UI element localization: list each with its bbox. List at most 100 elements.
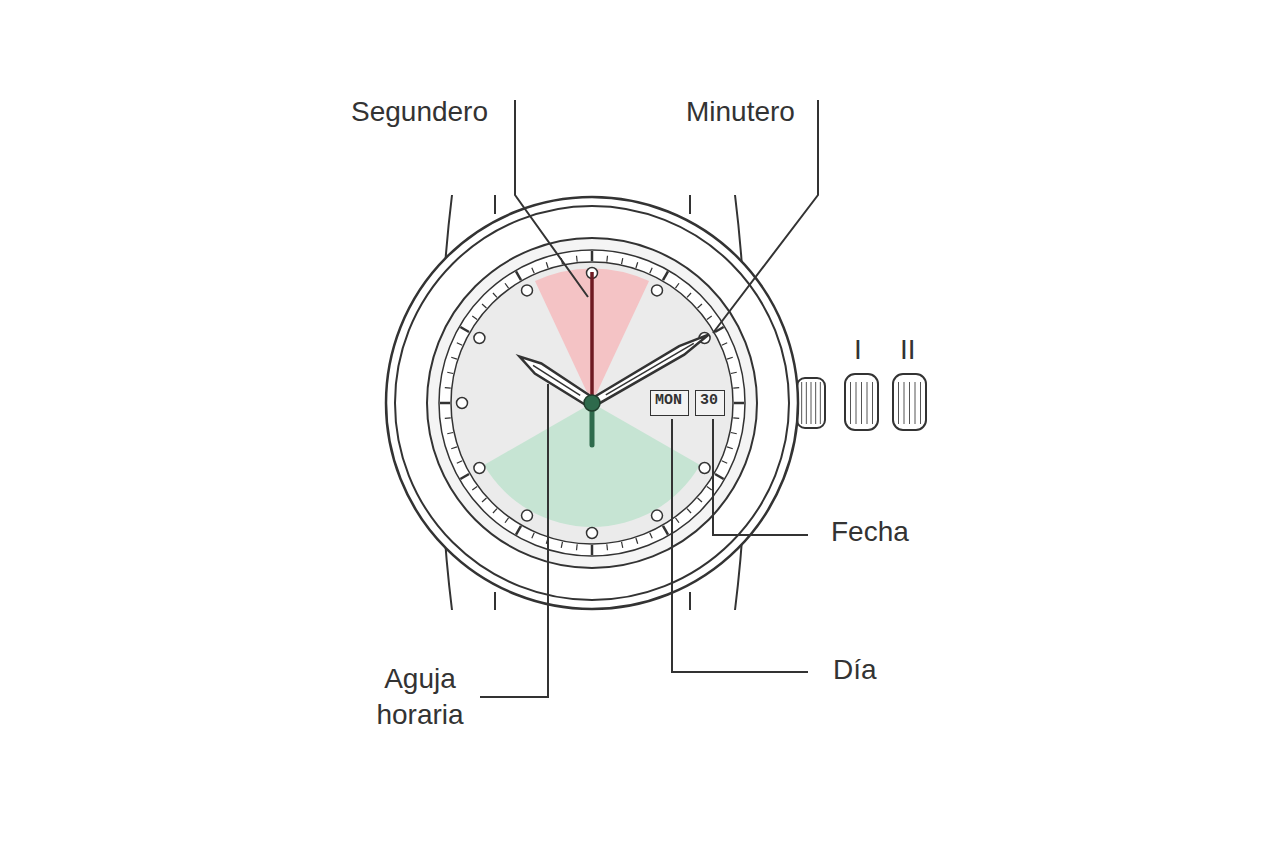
minute-tick [457,343,462,345]
minute-tick [698,304,702,308]
date-text: 30 [700,392,720,410]
knurl-line [801,382,802,424]
leader-line [515,100,588,297]
minute-tick [606,256,608,262]
hour-marker [522,510,533,521]
minute-tick [675,518,679,523]
minute-tick [687,293,691,297]
hour-marker [587,528,598,539]
minute-tick [457,461,462,463]
date-window: 30 [695,390,725,416]
minute-tick [715,474,724,479]
case-outline [386,197,798,609]
hour-marker [652,510,663,521]
hour-marker [457,398,468,409]
hands [516,272,711,445]
minute-tick [733,387,739,389]
crown-position: I [854,332,862,368]
minute-hand-line [606,343,694,395]
day-window: MON [650,390,689,416]
minute-tick [636,262,638,268]
knurl-line [806,382,807,424]
minute-tick [727,447,733,449]
minute-tick [447,433,453,434]
minute-tick [698,498,702,502]
crown-knurling [802,382,921,424]
minute-tick [546,262,548,268]
leader-line [713,100,818,333]
knurl-line [850,382,851,424]
minute-tick [606,544,608,550]
minute-tick [447,372,453,373]
minute-tick [687,509,691,513]
part-label: Día [833,652,877,688]
minute-tick [675,283,679,288]
lug [689,592,691,610]
bezel [395,206,789,600]
minute-tick [663,526,668,535]
hour-hand-line [533,365,580,395]
minute-tick [445,417,451,419]
hand-cap [584,395,600,411]
minute-tick [733,417,739,419]
knurl-line [904,382,905,424]
dial-bezel [427,238,757,568]
knurl-line [815,382,816,424]
knurl-line [872,382,873,424]
minute-tick [516,271,521,280]
minute-tick [722,343,727,345]
minute-tick [532,533,534,538]
minute-tick [516,526,521,535]
minute-tick [731,372,737,373]
minute-tick [472,316,477,320]
hour-hand [516,352,595,408]
part-label: Aguja horaria [355,661,485,733]
minute-tick [460,327,469,332]
lug [494,195,496,214]
leader-line [713,419,808,535]
second-hand [590,272,594,403]
minute-tick [650,533,652,538]
hour-marker [522,285,533,296]
minute-tick [460,474,469,479]
minute-tick [493,509,497,513]
minute-tick [722,461,727,463]
minute-tick [440,402,450,405]
crown-position: II [900,332,916,368]
minute-tick [505,283,509,288]
knurl-line [920,382,921,424]
minute-tick [445,387,451,389]
lug [494,592,496,610]
knurl-line [811,382,812,424]
crown [797,378,825,428]
minute-tick [707,316,712,320]
minute-tick [561,542,562,548]
crown [893,374,926,430]
dial [451,262,733,544]
crowns [797,374,926,430]
minute-tick [451,447,457,449]
hour-marker [699,463,710,474]
minute-tick [727,357,733,359]
leader-line [672,419,808,672]
hour-marker [474,463,485,474]
case [386,197,798,609]
hour-marker [652,285,663,296]
minute-tick [663,271,668,280]
minute-tick [482,498,486,502]
minute-tick [650,268,652,273]
minute-tick [532,268,534,273]
knurl-line [898,382,899,424]
part-label: Fecha [831,514,909,550]
minute-tick [707,486,712,490]
leader-lines [480,100,818,697]
minute-ring [439,250,745,556]
crown [845,374,878,430]
hour-marker [474,333,485,344]
day-text: MON [655,392,684,410]
minute-tick [622,542,623,548]
minute-tick [576,256,578,262]
minute-tick [591,545,594,555]
